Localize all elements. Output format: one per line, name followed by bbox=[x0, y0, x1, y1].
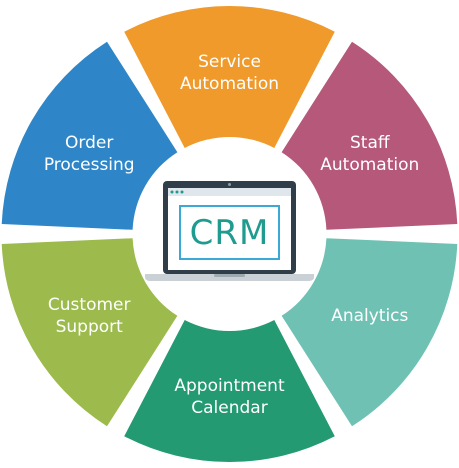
segment-label-appointment-calendar: Calendar bbox=[191, 398, 267, 418]
crm-window bbox=[179, 205, 280, 260]
crm-label: CRM bbox=[190, 213, 270, 253]
browser-dot-icon bbox=[175, 190, 179, 194]
segment-label-staff-automation: Automation bbox=[320, 155, 419, 175]
browser-titlebar bbox=[168, 188, 291, 196]
segment-customer-support bbox=[1, 238, 178, 427]
segment-appointment-calendar bbox=[124, 320, 335, 462]
segment-label-staff-automation: Staff bbox=[350, 133, 391, 153]
segment-label-customer-support: Support bbox=[56, 317, 124, 337]
segment-service-automation bbox=[124, 6, 335, 148]
segment-order-processing bbox=[1, 41, 178, 230]
segment-analytics bbox=[281, 238, 458, 427]
segment-label-order-processing: Processing bbox=[44, 155, 135, 175]
laptop-trackpad-notch bbox=[214, 274, 245, 277]
segment-label-service-automation: Service bbox=[198, 52, 261, 72]
browser-dot-icon bbox=[180, 190, 184, 194]
laptop-base bbox=[145, 274, 314, 281]
segment-label-order-processing: Order bbox=[65, 133, 113, 153]
laptop-icon: CRM bbox=[145, 181, 314, 281]
segment-label-appointment-calendar: Appointment bbox=[174, 376, 285, 396]
browser-dot-icon bbox=[170, 190, 174, 194]
laptop-camera bbox=[228, 183, 231, 186]
segments-layer: ServiceAutomationStaffAutomationAnalytic… bbox=[1, 6, 458, 462]
segment-label-service-automation: Automation bbox=[180, 74, 279, 94]
segment-label-customer-support: Customer bbox=[48, 295, 131, 315]
segment-staff-automation bbox=[281, 41, 458, 230]
segment-label-analytics: Analytics bbox=[331, 306, 408, 326]
